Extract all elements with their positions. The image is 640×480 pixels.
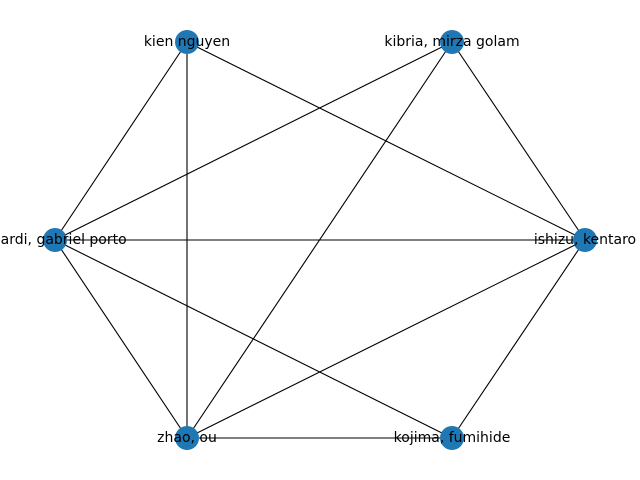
edge-ishizu-zhao bbox=[186, 239, 586, 439]
node-label-kojima: kojima, fumihide bbox=[394, 430, 511, 446]
node-label-zhao: zhao, ou bbox=[157, 430, 217, 446]
node-kien bbox=[175, 30, 199, 54]
node-layer bbox=[43, 30, 597, 450]
node-gabriel bbox=[43, 228, 67, 252]
node-label-kibria: kibria, mirza golam bbox=[384, 34, 519, 50]
edge-kien-gabriel bbox=[54, 41, 188, 241]
node-label-ishizu: ishizu, kentaro bbox=[534, 232, 636, 248]
edge-layer bbox=[54, 41, 586, 439]
edge-gabriel-kojima bbox=[54, 239, 453, 439]
edge-kibria-gabriel bbox=[54, 41, 453, 241]
node-label-gabriel: ricardi, gabriel porto bbox=[0, 232, 127, 248]
edge-gabriel-zhao bbox=[54, 239, 188, 439]
node-zhao bbox=[175, 426, 199, 450]
node-ishizu bbox=[573, 228, 597, 252]
edge-ishizu-kojima bbox=[451, 239, 586, 439]
edge-kibria-ishizu bbox=[451, 41, 586, 241]
label-layer: kien nguyen kibria, mirza golam ishizu, ke… bbox=[0, 34, 636, 446]
node-label-kien: kien nguyen bbox=[144, 34, 230, 50]
node-kojima bbox=[440, 426, 464, 450]
node-kibria bbox=[440, 30, 464, 54]
